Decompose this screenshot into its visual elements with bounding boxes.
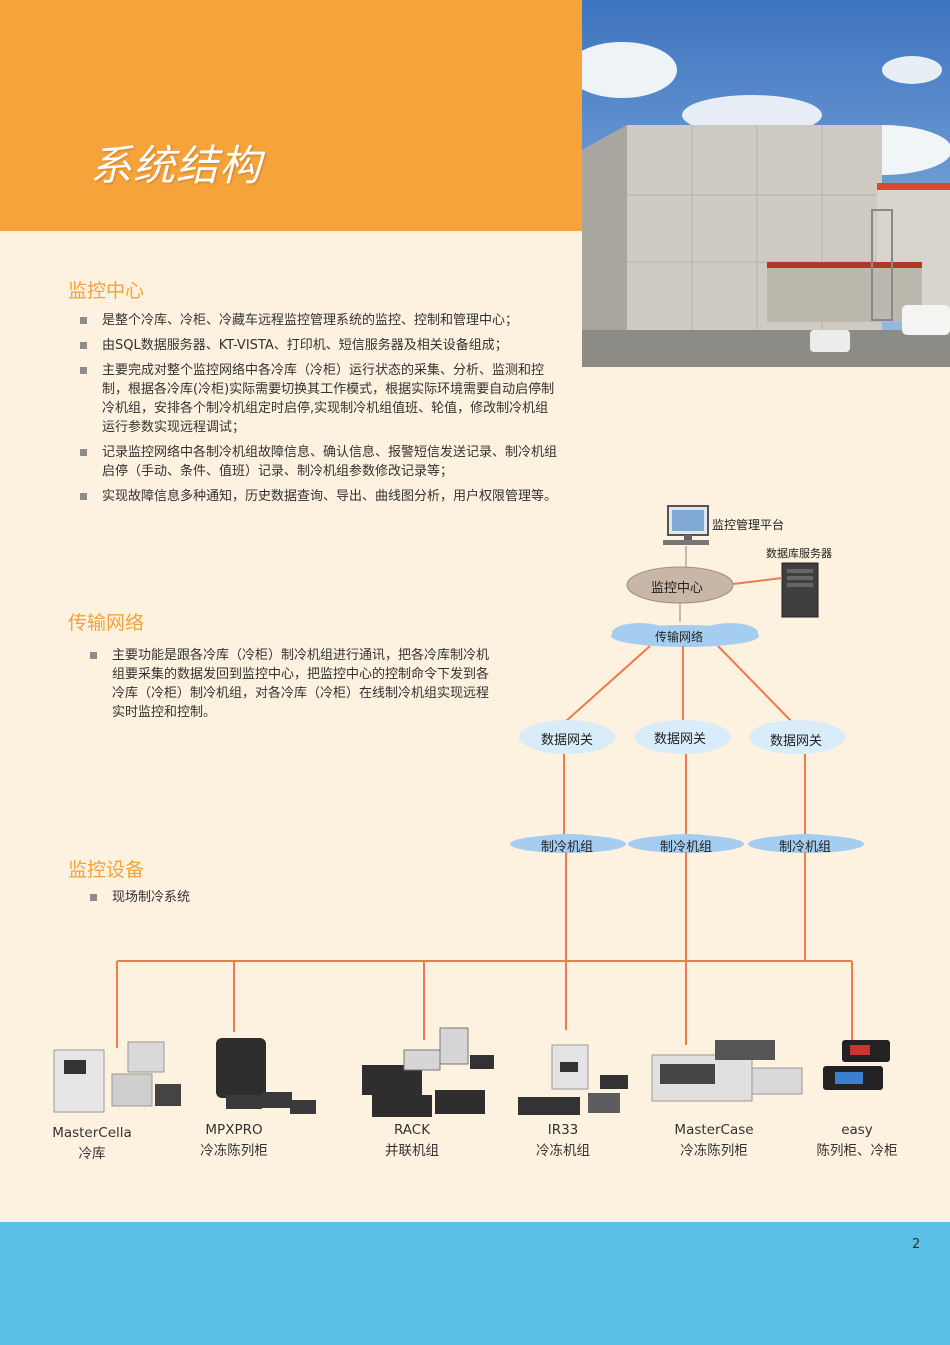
gateway-node [519,720,615,754]
product-desc: 并联机组 [385,1143,439,1159]
db-server-label: 数据库服务器 [766,547,832,560]
computer-icon [663,505,709,545]
cloud-icon [510,834,626,853]
product-caption: RACK 并联机组 [362,1120,462,1162]
list-item: 现场制冷系统 [90,888,390,907]
gateway-label: 数据网关 [770,734,823,749]
cloud-icon [628,834,744,853]
bullet-icon [80,317,87,324]
product-caption: MPXPRO 冷冻陈列柜 [184,1120,284,1162]
list-item: 记录监控网络中各制冷机组故障信息、确认信息、报警短信发送记录、制冷机组启停（手动… [80,443,558,481]
building-photo [582,0,950,367]
section-heading-network: 传输网络 [68,612,145,634]
product-desc: 冷冻陈列柜 [200,1143,268,1159]
list-item: 实现故障信息多种通知，历史数据查询、导出、曲线图分析，用户权限管理等。 [80,487,558,506]
product-name: MasterCase [674,1122,754,1138]
mpxpro-device-icon [216,1038,316,1114]
center-label: 监控中心 [651,581,704,596]
gateway-label: 数据网关 [541,733,594,748]
cloud-icon [611,623,759,647]
header-band [0,0,582,231]
page-title: 系统结构 [90,141,263,190]
list-item: 主要功能是跟各冷库（冷柜）制冷机组进行通讯，把各冷库制冷机组要采集的数据发回到监… [90,646,500,722]
list-item: 主要完成对整个监控网络中各冷库（冷柜）运行状态的采集、分析、监测和控制，根据各冷… [80,361,558,437]
page-number: 2 [912,1237,921,1252]
section-heading-devices: 监控设备 [68,859,145,881]
product-desc: 冷库 [78,1146,106,1162]
mastercella-device-icon [53,1041,181,1113]
bullet-icon [90,894,97,901]
easy-device-icon [823,1040,890,1090]
footer-band [0,1222,950,1345]
cloud-icon [748,834,864,853]
gateway-node [749,720,845,754]
product-name: MasterCella [52,1125,132,1141]
monitor-center-list: 是整个冷库、冷柜、冷藏车远程监控管理系统的监控、控制和管理中心； 由SQL数据服… [80,311,558,512]
product-desc: 冷冻陈列柜 [680,1143,748,1159]
mastercase-device-icon [651,1040,803,1102]
product-caption: MasterCase 冷冻陈列柜 [664,1120,764,1162]
product-name: RACK [393,1122,431,1138]
devices-list: 现场制冷系统 [90,888,390,913]
product-name: IR33 [547,1122,579,1138]
bullet-icon [80,493,87,500]
unit-label: 制冷机组 [541,840,594,855]
ir33-device-icon [518,1044,628,1115]
product-name: MPXPRO [205,1122,263,1138]
rack-device-icon [362,1027,494,1117]
network-label: 传输网络 [655,630,704,644]
product-desc: 陈列柜、冷柜 [816,1143,898,1159]
bullet-icon [80,342,87,349]
network-list: 主要功能是跟各冷库（冷柜）制冷机组进行通讯，把各冷库制冷机组要采集的数据发回到监… [90,646,500,728]
product-desc: 冷冻机组 [536,1143,590,1159]
product-caption: MasterCella 冷库 [42,1123,142,1165]
product-name: easy [841,1122,873,1138]
gateway-node [635,720,731,754]
product-caption: IR33 冷冻机组 [513,1120,613,1162]
bullet-icon [90,652,97,659]
list-item: 是整个冷库、冷柜、冷藏车远程监控管理系统的监控、控制和管理中心； [80,311,558,330]
list-item: 由SQL数据服务器、KT-VISTA、打印机、短信服务器及相关设备组成； [80,336,558,355]
bullet-icon [80,449,87,456]
bullet-icon [80,367,87,374]
section-heading-monitor-center: 监控中心 [68,280,145,302]
product-caption: easy 陈列柜、冷柜 [802,1120,912,1162]
platform-label: 监控管理平台 [712,518,785,532]
gateway-label: 数据网关 [654,732,707,747]
unit-label: 制冷机组 [779,840,832,855]
server-icon [781,562,819,618]
unit-label: 制冷机组 [660,840,713,855]
